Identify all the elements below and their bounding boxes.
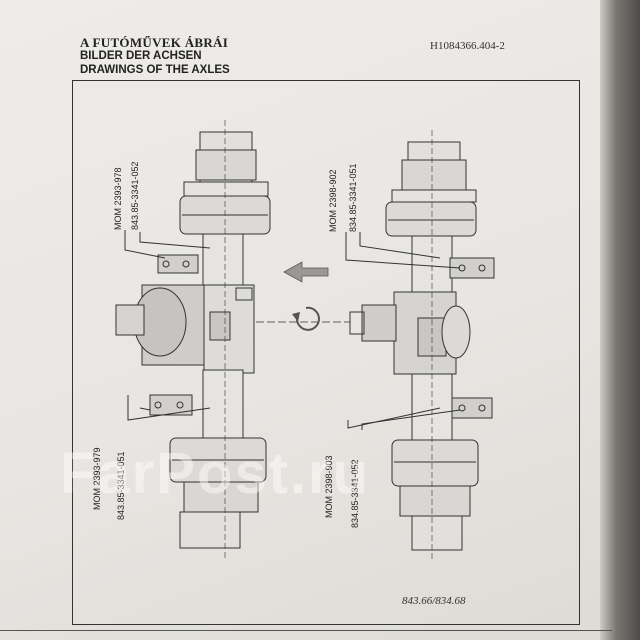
title-english: DRAWINGS OF THE AXLES bbox=[80, 64, 230, 76]
document-number: H1084366.404-2 bbox=[430, 40, 505, 52]
right-bottom-part-number: 834.85-3341-052 bbox=[350, 459, 360, 528]
direction-arrow-icon bbox=[283, 261, 329, 283]
right-top-part-label: MOM 2398-902 bbox=[328, 169, 338, 232]
left-top-part-label: MOM 2393-978 bbox=[113, 167, 123, 230]
bottom-rule bbox=[0, 630, 612, 631]
title-hungarian: A FUTÓMŰVEK ÁBRÁI bbox=[80, 35, 229, 50]
right-axle bbox=[345, 130, 495, 560]
left-bottom-part-label: MOM 2393-979 bbox=[92, 447, 102, 510]
left-bottom-part-number: 843.85-3341-051 bbox=[116, 451, 126, 520]
document-sheet bbox=[0, 0, 612, 640]
page-reference: 843.66/834.68 bbox=[402, 595, 466, 607]
watermark: FarPost.ru bbox=[60, 441, 371, 506]
right-bottom-part-label: MOM 2398-903 bbox=[324, 455, 334, 518]
page-edge-shadow bbox=[600, 0, 640, 640]
drawing-frame bbox=[72, 80, 580, 625]
left-top-part-number: 843.85-3341-052 bbox=[130, 161, 140, 230]
right-top-part-number: 834.85-3341-051 bbox=[348, 163, 358, 232]
left-axle bbox=[115, 120, 271, 560]
rotation-arrow-icon bbox=[292, 306, 320, 331]
title-german: BILDER DER ACHSEN bbox=[80, 50, 202, 62]
